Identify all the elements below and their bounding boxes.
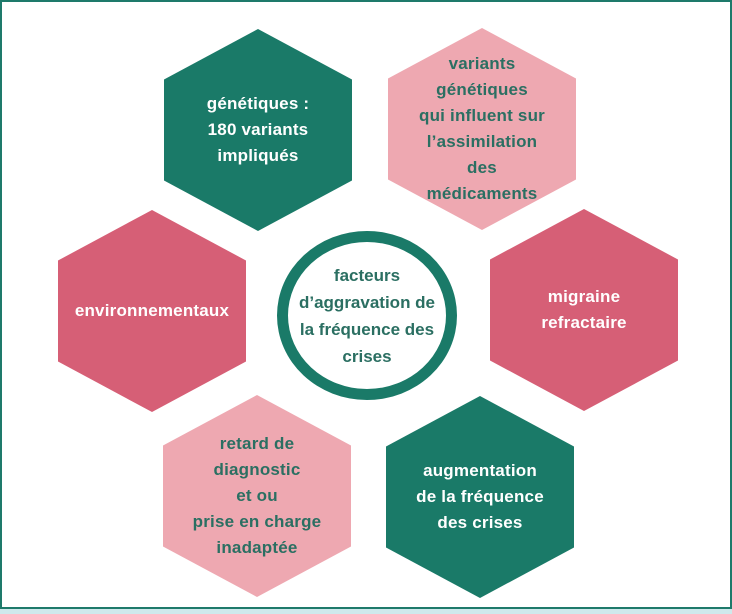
text-line: retard de [219, 434, 295, 453]
text-line: impliqués [217, 146, 299, 165]
text-line: variants [448, 54, 516, 73]
text-line: facteurs [333, 265, 401, 285]
hexagon-variants-assimilation-label: variants génétiques qui influent sur l’a… [419, 51, 545, 207]
text-line: de la fréquence [416, 487, 544, 506]
text-line: augmentation [423, 461, 537, 480]
hexagon-crisis-frequency: augmentation de la fréquence des crises [386, 396, 574, 598]
text-line: prise en charge [192, 512, 322, 531]
hexagon-crisis-frequency-label: augmentation de la fréquence des crises [416, 458, 544, 536]
text-line: inadaptée [216, 538, 298, 557]
hexagon-diagnosis-delay-label: retard de diagnostic et ou prise en char… [193, 431, 322, 561]
bottom-strip [0, 609, 732, 614]
text-line: génétiques : [206, 94, 310, 113]
text-line: la fréquence des [299, 319, 435, 339]
hexagon-refractory-migraine: migraine refractaire [490, 209, 678, 411]
hexagon-genetic-variants: génétiques : 180 variants impliqués [164, 29, 352, 231]
hexagon-refractory-migraine-label: migraine refractaire [541, 284, 626, 336]
text-line: l’assimilation [426, 132, 538, 151]
text-line: environnementaux [74, 301, 230, 320]
text-line: des crises [437, 513, 523, 532]
center-circle: facteurs d’aggravation de la fréquence d… [277, 231, 457, 400]
center-circle-label: facteurs d’aggravation de la fréquence d… [299, 262, 435, 370]
text-line: diagnostic [213, 460, 301, 479]
hexagon-genetic-variants-label: génétiques : 180 variants impliqués [207, 91, 310, 169]
hexagon-environmental-label: environnementaux [75, 298, 229, 324]
text-line: migraine [547, 287, 621, 306]
text-line: et ou [236, 486, 278, 505]
text-line: qui influent sur [419, 106, 545, 125]
text-line: des [467, 158, 497, 177]
hexagon-variants-assimilation: variants génétiques qui influent sur l’a… [388, 28, 576, 230]
text-line: génétiques [436, 80, 528, 99]
hexagon-diagnosis-delay: retard de diagnostic et ou prise en char… [163, 395, 351, 597]
text-line: 180 variants [207, 120, 309, 139]
hexagon-environmental: environnementaux [58, 210, 246, 412]
text-line: crises [342, 346, 392, 366]
text-line: médicaments [426, 184, 538, 203]
text-line: d’aggravation de [298, 292, 436, 312]
text-line: refractaire [541, 313, 627, 332]
